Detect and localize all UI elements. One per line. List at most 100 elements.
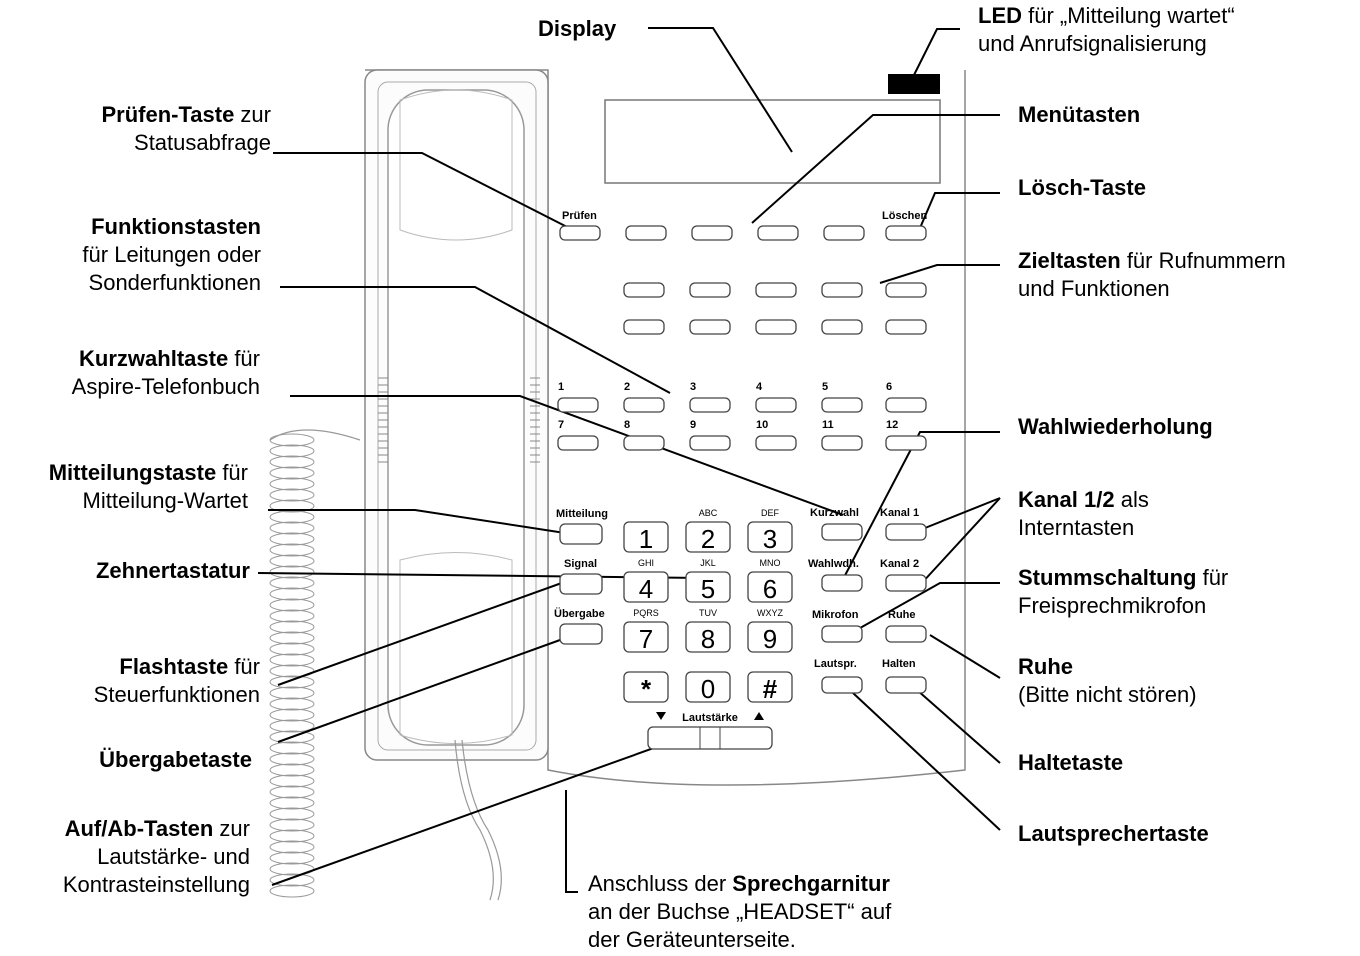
uebergabe-key-label: Übergabe [554,607,605,620]
kurzwahl-key-label: Kurzwahl [810,507,859,519]
feature-key-11[interactable] [821,435,863,451]
dialpad-key-2[interactable] [685,521,731,553]
dialpad-key-5-label: 5 [701,574,715,604]
coiled-cord-loop [269,829,315,843]
dialpad-key-3[interactable] [747,521,793,553]
feature-key-10-label: 10 [756,419,768,431]
feature-key-8[interactable] [623,435,665,451]
dialpad-key-9[interactable] [747,621,793,653]
coiled-cord-loop [269,752,315,766]
coiled-cord-loop [269,477,315,491]
dialpad-key-8[interactable] [685,621,731,653]
feature-key-7[interactable] [557,435,599,451]
feature-key-4[interactable] [755,397,797,413]
pruefen-key[interactable] [559,225,601,241]
feature-key-2[interactable] [623,397,665,413]
dialpad-key-2-letters: ABC [699,508,718,518]
kurzwahl-key[interactable] [821,523,863,541]
loeschen-key[interactable] [885,225,927,241]
feature-key-6-label: 6 [886,381,892,393]
feature-key-12[interactable] [885,435,927,451]
handset [387,89,525,746]
programmable-key-r2-4[interactable] [821,319,863,335]
kanal1-key[interactable] [885,523,927,541]
menu-key-3[interactable] [757,225,799,241]
callout-menue: Menütasten [1018,102,1141,127]
callout-halte: Haltetaste [1018,750,1124,775]
feature-key-10[interactable] [755,435,797,451]
dialpad-key-star-label: * [641,674,652,704]
programmable-key-r2-2[interactable] [689,319,731,335]
kanal2-key-label: Kanal 2 [880,558,919,570]
menu-key-4[interactable] [823,225,865,241]
handset-mouthpiece [399,552,513,744]
dialpad-key-6[interactable] [747,571,793,603]
programmable-key-r2-1[interactable] [623,319,665,335]
coiled-cord-loop [269,686,315,700]
dialpad-key-3-label: 3 [763,524,777,554]
coiled-cord-loop [269,510,315,524]
mikrofon-key[interactable] [821,625,863,643]
coiled-cord-loop [269,598,315,612]
feature-key-8-label: 8 [624,419,630,431]
programmable-key-r1-2[interactable] [689,282,731,298]
coiled-cord-loop [269,587,315,601]
dialpad-key-1[interactable] [623,521,669,553]
feature-key-6[interactable] [885,397,927,413]
programmable-key-r2-5[interactable] [885,319,927,335]
mitteilung-key-label: Mitteilung [556,508,608,520]
feature-key-9[interactable] [689,435,731,451]
dialpad-key-5[interactable] [685,571,731,603]
coiled-cord-loop [269,466,315,480]
mitteilung-key[interactable] [559,523,603,545]
kanal2-key[interactable] [885,574,927,592]
halten-key[interactable] [885,676,927,694]
menu-key-1[interactable] [625,225,667,241]
mikrofon-key-label: Mikrofon [812,609,859,621]
feature-key-5[interactable] [821,397,863,413]
coiled-cord-loop [269,840,315,854]
coiled-cord-loop [269,631,315,645]
callout-lines [257,27,1001,893]
coiled-cord-loop [269,763,315,777]
dialpad-key-4[interactable] [623,571,669,603]
programmable-key-r1-3[interactable] [755,282,797,298]
programmable-key-r2-3[interactable] [755,319,797,335]
dialpad-key-7[interactable] [623,621,669,653]
uebergabe-key[interactable] [559,623,603,645]
wahlwdh-key[interactable] [821,574,863,592]
volume-rocker[interactable] [647,726,773,750]
dialpad-key-9-letters: WXYZ [757,608,784,618]
dialpad-key-hash[interactable] [747,671,793,703]
coiled-cord-loop [269,785,315,799]
ruhe-key-label: Ruhe [888,609,916,621]
coiled-cord-loop [269,576,315,590]
dialpad-key-1-label: 1 [639,524,653,554]
ruhe-key[interactable] [885,625,927,643]
wahlwdh-key-label: Wahlwdh. [808,558,859,570]
dialpad-key-9-label: 9 [763,624,777,654]
menu-key-2[interactable] [691,225,733,241]
halten-key-label: Halten [882,658,916,670]
coiled-cord-loop [269,444,315,458]
feature-key-3[interactable] [689,397,731,413]
lautspr-key[interactable] [821,676,863,694]
programmable-key-r1-1[interactable] [623,282,665,298]
programmable-key-r1-4[interactable] [821,282,863,298]
handset-earpiece [399,89,513,241]
handset-cradle-inner [377,81,537,751]
dialpad-key-star[interactable] [623,671,669,703]
signal-key[interactable] [559,573,603,595]
dialpad-key-4-label: 4 [639,574,653,604]
programmable-key-r1-5[interactable] [885,282,927,298]
dialpad-key-0[interactable] [685,671,731,703]
dialpad-key-8-label: 8 [701,624,715,654]
dialpad-key-7-letters: PQRS [633,608,659,618]
feature-key-1[interactable] [557,397,599,413]
coiled-cord-loop [269,807,315,821]
